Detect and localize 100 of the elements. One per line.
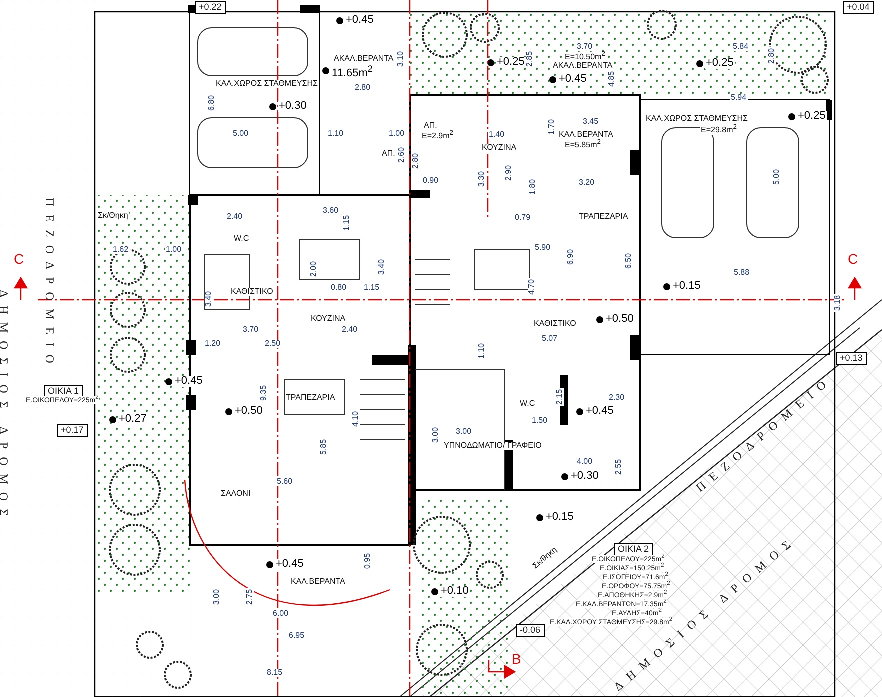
street-name: ΠΕΖΟΔΡΟΜΕΙΟ — [44, 198, 56, 372]
dimension-text: 1.10 — [327, 130, 345, 138]
level-mark: +0.50 — [605, 314, 635, 325]
dimension-text: 1.15 — [363, 284, 381, 292]
room-label: ΚΑΘΙΣΤΙΚΟ — [230, 288, 274, 296]
dimension-text: 4.85 — [608, 70, 616, 88]
level-mark: 11.65m$^{2}$ — [331, 65, 374, 80]
dimension-text: 2.55 — [615, 458, 623, 476]
dimension-text: 3.60 — [322, 207, 340, 215]
dimension-text: 3.40 — [205, 290, 213, 308]
room-label: ΥΠΝΟΔΩΜΑΤΙΟ/ ΓΡΑΦΕΙΟ — [443, 442, 543, 450]
dimension-text: 2.80 — [412, 152, 420, 170]
dimension-text: 2.75 — [246, 588, 254, 606]
dimension-text: 4.70 — [528, 278, 536, 296]
dimension-text: 3.40 — [378, 258, 386, 276]
dimension-text: 3.45 — [582, 118, 600, 126]
room-label: ΑΚΑΛ.ΒΕΡΑΝΤΑ — [552, 62, 614, 70]
dimension-text: 6.50 — [625, 252, 633, 270]
dimension-text: 4.00 — [576, 458, 594, 466]
dimension-text: 3.18 — [834, 294, 842, 312]
level-mark: +0.15 — [545, 512, 575, 523]
dimension-text: 1.80 — [529, 178, 537, 196]
dimension-text: 1.70 — [548, 118, 556, 136]
dimension-text: 1.15 — [343, 214, 351, 232]
dimension-text: 5.88 — [733, 269, 751, 277]
dimension-text: 1.10 — [478, 342, 486, 360]
dimension-text: 0.95 — [364, 552, 372, 570]
dimension-text: 1.50 — [531, 417, 549, 425]
room-label: Ε=2.9m$^{2}$ — [421, 131, 454, 141]
level-mark: +0.45 — [558, 74, 588, 85]
dimension-text: 2.50 — [264, 340, 282, 348]
dimension-text: 1.00 — [388, 130, 406, 138]
dimension-text: 5.85 — [320, 438, 328, 456]
dimension-text: 3.20 — [578, 179, 596, 187]
dimension-text: 1.40 — [488, 131, 506, 139]
room-label: ΤΡΑΠΕΖΑΡΙΑ — [578, 213, 630, 221]
level-mark: +0.25 — [496, 57, 526, 68]
level-mark: +0.45 — [585, 406, 615, 417]
dimension-text: 8.15 — [266, 669, 284, 677]
dimension-text: 2.60 — [398, 146, 406, 164]
dimension-text: 2.85 — [526, 50, 534, 68]
street-name: ΔΗΜΟΣΙΟΣ ΔΡΟΜΟΣ — [0, 290, 10, 524]
dimension-text: 2.80 — [768, 47, 776, 65]
level-mark: +0.04 — [843, 1, 874, 14]
dimension-text: 3.00 — [213, 588, 221, 606]
room-label: Ε=10.50m$^{2}$ — [564, 52, 606, 62]
room-label: ΚΑΘΙΣΤΙΚΟ — [533, 320, 578, 328]
level-mark: ΟΙΚΙΑ 2 — [614, 543, 654, 556]
room-label: W.C — [519, 400, 536, 408]
room-label: ΑΠ. — [381, 150, 396, 158]
level-mark: -0.06 — [516, 624, 545, 637]
level-mark: +0.25 — [797, 111, 827, 122]
dimension-text: 2.80 — [354, 84, 372, 92]
dimension-text: 5.07 — [541, 335, 559, 343]
level-mark: +0.15 — [672, 281, 702, 292]
dimension-text: 2.30 — [608, 394, 626, 402]
room-label: ΚΑΛ.ΧΩΡΟΣ ΣΤΑΘΜΕΥΣΗΣ — [645, 115, 749, 123]
dimension-text: 5.90 — [534, 244, 552, 252]
dimension-text: 1.62 — [112, 246, 130, 254]
dimension-text: 2.40 — [341, 326, 359, 334]
room-label: ΑΠ. — [423, 122, 438, 130]
dimension-text: 5.94 — [730, 94, 748, 102]
dimension-text: 5.00 — [773, 168, 781, 186]
dimension-text: 5.60 — [276, 478, 294, 486]
room-label: Ε=29.8m$^{2}$ — [700, 125, 738, 135]
dimension-text: 6.80 — [208, 94, 216, 112]
dimension-text: 3.70 — [576, 43, 594, 51]
dimension-text: 3.70 — [242, 326, 260, 334]
dimension-text: 3.10 — [397, 50, 405, 68]
room-label: ΚΟΥΖΙΝΑ — [310, 315, 347, 323]
level-mark: +0.27 — [118, 414, 148, 425]
level-mark: +0.45 — [275, 559, 305, 570]
dimension-text: 4.10 — [352, 410, 360, 428]
dimension-text: 0.90 — [422, 177, 440, 185]
level-mark: +0.10 — [440, 586, 470, 597]
room-label: ΑΚΑΛ.ΒΕΡΑΝΤΑ — [333, 55, 395, 63]
room-label: Ε=5.85m$^{2}$ — [564, 140, 602, 150]
room-label: Σκ/Θηκη — [97, 212, 130, 220]
section-mark: C — [848, 252, 858, 266]
dimension-text: 3.00 — [455, 428, 473, 436]
dimension-text: 2.40 — [226, 213, 244, 221]
level-mark: +0.45 — [345, 15, 375, 26]
room-label: ΣΑΛΟΝΙ — [220, 490, 252, 498]
dimension-text: 1.00 — [165, 246, 183, 254]
level-mark: +0.25 — [705, 58, 735, 69]
dimension-text: 5.00 — [232, 130, 250, 138]
dimension-text: 3.30 — [478, 170, 486, 188]
level-mark: +0.50 — [234, 406, 264, 417]
dimension-text: 2.00 — [310, 260, 318, 278]
room-label: ΚΑΛ.ΧΩΡΟΣ ΣΤΑΘΜΕΥΣΗΣ — [215, 80, 319, 88]
dimension-text: 2.15 — [556, 388, 564, 406]
dimension-text: 1.20 — [204, 340, 222, 348]
level-mark: +0.22 — [195, 1, 226, 14]
dimension-text: 3.00 — [432, 426, 440, 444]
level-mark: +0.30 — [278, 101, 308, 112]
section-mark: B — [512, 652, 522, 666]
section-mark: C — [14, 252, 24, 266]
dimension-text: 6.95 — [288, 632, 306, 640]
dimension-text: 5.84 — [732, 43, 750, 51]
level-mark: +0.13 — [836, 352, 867, 365]
